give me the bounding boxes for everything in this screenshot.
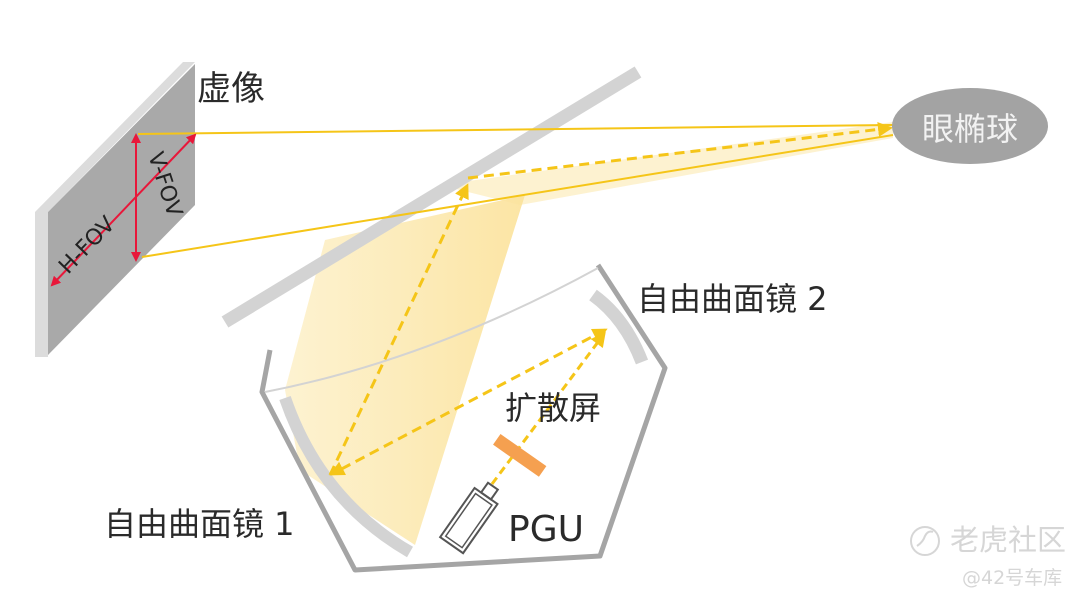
eyebox-ellipse [892, 88, 1048, 164]
beam-mirror1-to-windshield [285, 195, 525, 545]
diffuser-label: 扩散屏 [505, 389, 602, 427]
pgu-icon [438, 481, 500, 555]
watermark-author: @42号车库 [962, 567, 1063, 589]
ray-top [137, 124, 894, 135]
path-pgu-to-mirror2 [490, 331, 606, 485]
ray-bottom [141, 134, 894, 258]
windshield [221, 66, 642, 328]
virtual-image-label: 虚像 [197, 69, 265, 109]
watermark-brand: 老虎社区 [950, 523, 1067, 557]
free-form-mirror-1 [279, 396, 414, 558]
pgu-label: PGU [508, 509, 584, 550]
eyebox-label: 眼椭球 [922, 110, 1018, 148]
hud-housing [259, 263, 668, 573]
path-mirror2-to-mirror1 [329, 328, 608, 476]
path-windshield-to-eye [467, 121, 893, 180]
mirror1-label: 自由曲面镜 1 [104, 505, 295, 543]
free-form-mirror-2 [589, 289, 649, 365]
h-fov-arrow [50, 133, 197, 287]
diffuser-screen [493, 434, 547, 477]
mirror2-label: 自由曲面镜 2 [637, 280, 828, 318]
beam-to-eye [440, 122, 893, 205]
watermark-logo-icon [910, 526, 940, 556]
